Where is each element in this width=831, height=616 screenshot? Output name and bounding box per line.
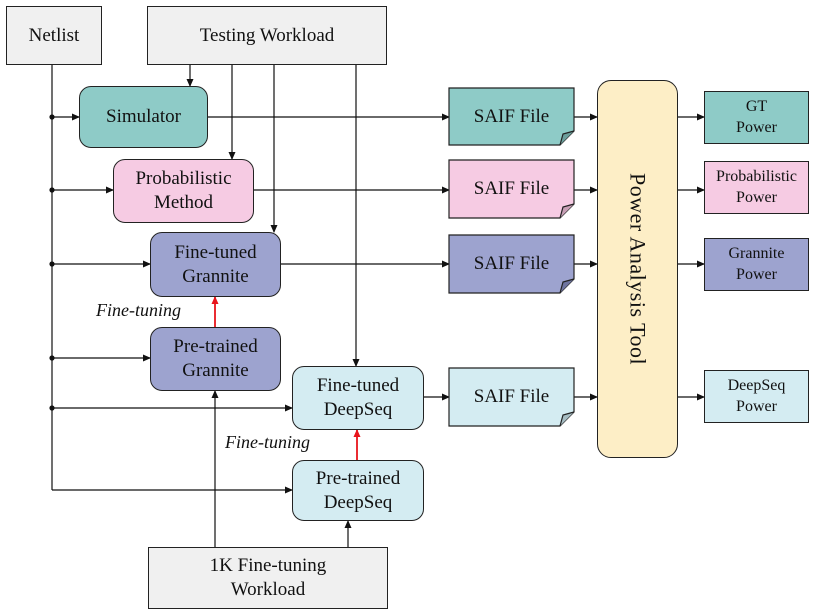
netlist-box: Netlist <box>6 6 102 65</box>
junction-dot <box>49 114 55 120</box>
saif-file-label: SAIF File <box>473 178 550 200</box>
ft-grannite-label-line2: Grannite <box>182 265 249 287</box>
power-analysis-tool-label: Power Analysis Tool <box>625 172 651 366</box>
ft-deepseq-label-line1: Fine-tuned <box>316 375 400 397</box>
pt-deepseq-box: Pre-trained DeepSeq <box>292 460 424 521</box>
finetune-workload-box: 1K Fine-tuning Workload <box>148 547 388 609</box>
junction-dot <box>49 187 55 193</box>
grannite-power-box: Grannite Power <box>704 238 809 291</box>
probabilistic-power-box: Probabilistic Power <box>704 161 809 214</box>
saif-file-label-box-1: SAIF File <box>449 88 574 145</box>
junction-dot <box>49 355 55 361</box>
saif-file-label-box-2: SAIF File <box>449 160 574 218</box>
junction-dot <box>49 261 55 267</box>
finetune-workload-label-line2: Workload <box>230 579 306 600</box>
grannite-power-label-line2: Power <box>736 265 777 283</box>
ft-deepseq-label-line2: DeepSeq <box>323 399 393 420</box>
simulator-box: Simulator <box>79 86 208 148</box>
deepseq-power-box: DeepSeq Power <box>704 370 809 423</box>
deepseq-fine-tuning-label: Fine-tuning <box>225 432 310 452</box>
saif-file-label-box-3: SAIF File <box>449 235 574 293</box>
testing-workload-box: Testing Workload <box>147 6 387 65</box>
pt-grannite-label-line1: Pre-trained <box>173 336 258 358</box>
ft-grannite-label-line1: Fine-tuned <box>174 241 257 263</box>
probabilistic-label-line2: Method <box>153 192 214 213</box>
junction-dot <box>49 405 55 411</box>
probabilistic-method-box: Probabilistic Method <box>113 159 254 223</box>
power-analysis-tool-box: Power Analysis Tool <box>597 80 678 458</box>
ft-grannite-box: Fine-tuned Grannite <box>150 232 281 297</box>
prob-power-label-line1: Probabilistic <box>716 167 797 185</box>
pt-deepseq-label-line2: DeepSeq <box>323 491 393 513</box>
finetune-workload-label-line1: 1K Fine-tuning <box>209 555 327 577</box>
pt-deepseq-label-line1: Pre-trained <box>315 467 401 489</box>
gt-power-label-line1: GT <box>745 97 768 115</box>
pt-grannite-label-line2: Grannite <box>182 360 249 381</box>
prob-power-label-line2: Power <box>736 188 777 206</box>
gt-power-label-line2: Power <box>736 118 777 136</box>
saif-file-label: SAIF File <box>473 386 550 408</box>
pt-grannite-box: Pre-trained Grannite <box>150 327 281 391</box>
saif-file-label-box-4: SAIF File <box>449 368 574 426</box>
saif-file-label: SAIF File <box>473 253 550 275</box>
deepseq-power-label-line2: Power <box>736 397 777 415</box>
testing-workload-label: Testing Workload <box>199 24 335 46</box>
grannite-fine-tuning-label: Fine-tuning <box>96 300 181 320</box>
saif-file-label: SAIF File <box>473 105 550 127</box>
probabilistic-label-line1: Probabilistic <box>135 168 232 190</box>
gt-power-box: GT Power <box>704 91 809 144</box>
deepseq-power-label-line1: DeepSeq <box>727 376 786 394</box>
netlist-label: Netlist <box>28 24 80 46</box>
grannite-power-label-line1: Grannite <box>728 244 785 262</box>
simulator-label: Simulator <box>106 106 181 128</box>
ft-deepseq-box: Fine-tuned DeepSeq <box>292 366 424 430</box>
